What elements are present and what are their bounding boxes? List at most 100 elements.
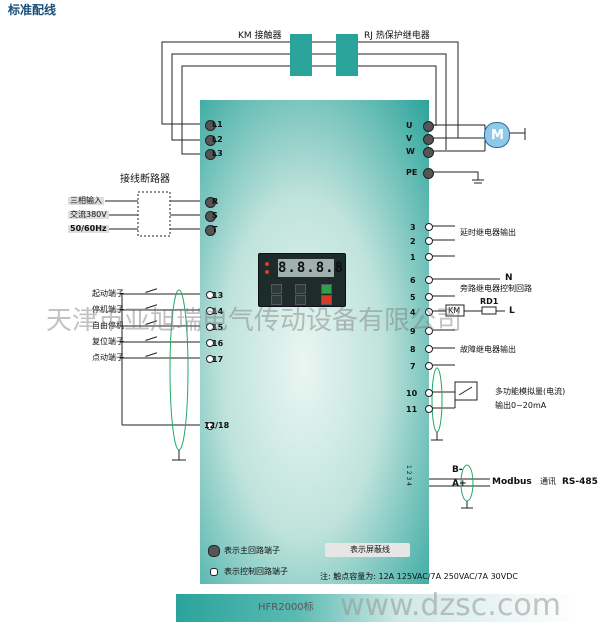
footer-bar (176, 594, 580, 622)
terminal-2 (425, 237, 433, 245)
rs485-b: B- (452, 465, 463, 475)
keypad-panel: 8.8.8.8 (258, 253, 346, 307)
rd-label: RD1 (480, 297, 499, 306)
terminal-3 (425, 223, 433, 231)
keypad-key-down[interactable] (295, 295, 306, 305)
motor-icon: M (484, 122, 510, 148)
terminal-1 (425, 253, 433, 261)
rj-label: RJ 热保护继电器 (364, 31, 430, 41)
keypad-key-up[interactable] (295, 284, 306, 294)
watermark-site: www.dzsc.com (340, 588, 561, 623)
control-input-label: 停机端子 (92, 305, 124, 314)
km-label: KM 接触器 (238, 31, 282, 41)
terminal-6 (425, 276, 433, 284)
terminal-r (205, 197, 216, 208)
terminal-5 (425, 293, 433, 301)
terminal-1-label: 1 (410, 253, 416, 262)
legend-shield: 表示屏蔽线 (350, 545, 390, 554)
terminal-4-label: 4 (410, 308, 416, 317)
relay-bypass-label: 旁路继电器控制回路 (460, 284, 532, 293)
terminal-2-label: 2 (410, 237, 416, 246)
terminal-10-label: 10 (406, 389, 418, 398)
relay-fault-label: 故障继电器输出 (460, 345, 516, 354)
terminal-pe (423, 168, 434, 179)
terminal-s (205, 211, 216, 222)
terminal-l2-label: L2 (212, 135, 223, 144)
terminal-16 (206, 339, 214, 347)
terminal-w (423, 147, 434, 158)
rs485-comm: 通讯 (540, 477, 556, 486)
keypad-key-left[interactable] (271, 284, 282, 294)
led-display: 8.8.8.8 (278, 259, 345, 277)
watermark-company: 天津市亚旭瑞电气传动设备有限公司 (46, 306, 463, 336)
footer-text: HFR2000标 (258, 602, 314, 613)
terminal-14-label: 14 (212, 307, 224, 316)
supply-line3: 50/60Hz (68, 224, 109, 233)
terminal-3-label: 3 (410, 223, 416, 232)
rj-relay (336, 34, 358, 76)
terminal-17 (206, 355, 214, 363)
vfd-body (200, 100, 429, 584)
analog-line1: 多功能模拟量(电流) (495, 387, 566, 396)
terminal-15 (206, 323, 214, 331)
main-terminal-icon (208, 545, 220, 557)
legend-control: 表示控制回路端子 (224, 567, 288, 576)
supply-line1: 三相输入 (68, 196, 104, 205)
rs485-bus: RS-485 (562, 477, 598, 487)
control-terminal-icon (210, 568, 218, 576)
terminal-10 (425, 389, 433, 397)
terminal-7-label: 7 (410, 362, 416, 371)
terminal-17-label: 17 (212, 355, 224, 364)
terminal-15-label: 15 (212, 323, 224, 332)
terminal-4 (425, 308, 433, 316)
page-title: 标准配线 (8, 3, 57, 17)
terminal-t (205, 225, 216, 236)
n-label: N (505, 273, 513, 283)
keypad-key-run[interactable] (321, 284, 332, 294)
terminal-common (206, 422, 214, 430)
keypad-key-left2[interactable] (271, 295, 282, 305)
terminal-8 (425, 345, 433, 353)
analog-line2: 输出0~20mA (495, 401, 547, 410)
supply-line2: 交流380V (68, 210, 109, 219)
terminal-9 (425, 327, 433, 335)
control-input-label: 点动端子 (92, 353, 124, 362)
terminal-u (423, 121, 434, 132)
rs485-protocol: Modbus (492, 477, 532, 487)
terminal-6-label: 6 (410, 276, 416, 285)
terminal-l3-label: L3 (212, 149, 223, 158)
terminal-common-label: 12/18 (204, 421, 230, 430)
terminal-11-label: 11 (406, 405, 418, 414)
terminal-14 (206, 307, 214, 315)
terminal-u-label: U (406, 121, 413, 130)
terminal-pe-label: PE (406, 168, 418, 177)
shield-legend-box (325, 543, 410, 557)
km-coil-label: KM (448, 306, 461, 315)
keypad-key-stop[interactable] (321, 295, 332, 305)
terminal-l1 (205, 120, 216, 131)
terminal-9-label: 9 (410, 327, 416, 336)
terminal-l3 (205, 149, 216, 160)
terminal-v-label: V (406, 134, 413, 143)
km-contactor (290, 34, 312, 76)
rs485-pins: 1 2 3 4 (405, 465, 412, 486)
rs485-a: A+ (452, 479, 467, 489)
breaker-label: 接线断路器 (120, 174, 170, 185)
terminal-r-label: R (212, 197, 219, 206)
terminal-l1-label: L1 (212, 120, 223, 129)
motor-label: M (491, 128, 504, 143)
terminal-5-label: 5 (410, 293, 416, 302)
terminal-11 (425, 405, 433, 413)
l-label: L (509, 306, 515, 316)
terminal-13 (206, 291, 214, 299)
status-led (265, 262, 269, 266)
terminal-13-label: 13 (212, 291, 224, 300)
terminal-w-label: W (406, 147, 415, 156)
status-led (265, 270, 269, 274)
terminal-l2 (205, 135, 216, 146)
terminal-8-label: 8 (410, 345, 416, 354)
control-input-label: 复位端子 (92, 337, 124, 346)
terminal-16-label: 16 (212, 339, 224, 348)
legend-main: 表示主回路端子 (224, 546, 280, 555)
